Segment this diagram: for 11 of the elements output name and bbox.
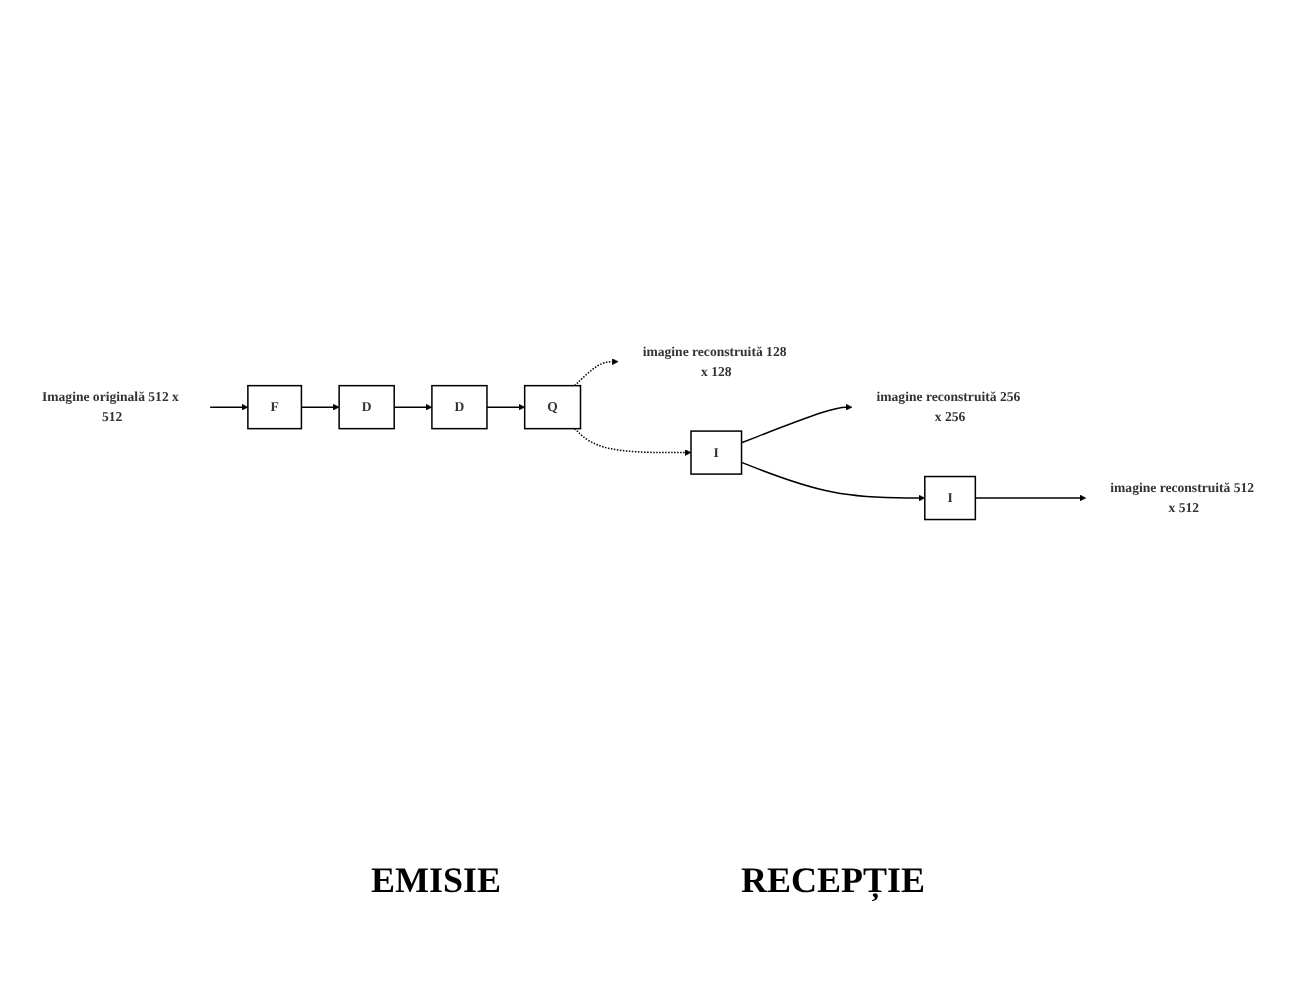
arrow [974, 494, 1087, 502]
section-label: RECEPȚIE [741, 860, 926, 902]
arrow [740, 461, 926, 502]
arrow [573, 358, 619, 387]
arrow [740, 403, 853, 444]
arrow [573, 428, 692, 457]
arrow [486, 403, 525, 411]
arrow [393, 403, 433, 411]
arrow [209, 403, 249, 411]
section-label: EMISIE [370, 860, 501, 902]
arrow [300, 403, 340, 411]
